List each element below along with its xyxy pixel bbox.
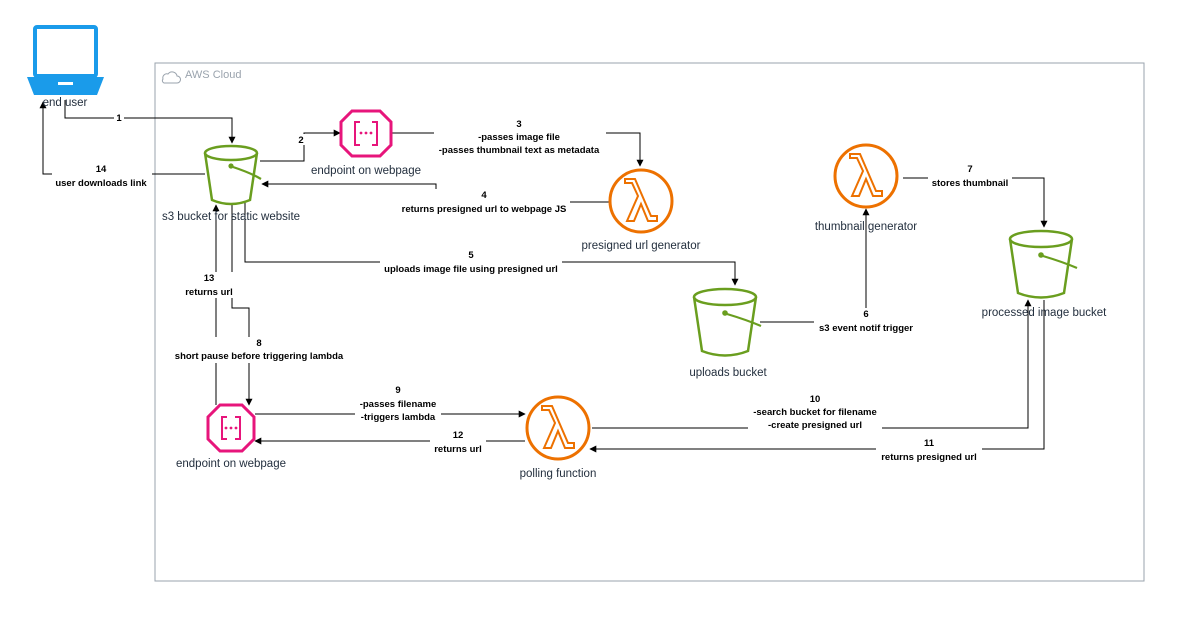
end-user-node: end user [27,25,104,109]
edge-5-text: uploads image file using presigned url [384,264,558,275]
edge-9-text-line-1: -passes filename [360,399,437,410]
endpoint-top-label: endpoint on webpage [311,165,421,177]
api-endpoint-icon [339,109,393,158]
cloud-icon [161,71,181,84]
edge-13-number: 13 [204,273,215,284]
edge-13-text: returns url [185,287,233,298]
uploads-bucket-label: uploads bucket [689,367,767,379]
laptop-client-icon [27,25,104,95]
thumbnail-generator-label: thumbnail generator [815,221,917,233]
edge-8 [231,203,253,406]
edge-14-text: user downloads link [55,178,147,189]
edge-14-number: 14 [96,164,107,175]
edge-1-number: 1 [116,113,122,124]
edge-10 [592,299,1032,429]
processed-image-bucket-label: processed image bucket [982,307,1107,319]
edge-3-text-line-2: -passes thumbnail text as metadata [439,145,600,156]
edge-9-number: 9 [395,385,400,396]
polling-function-label: polling function [520,468,597,480]
edge-4-text: returns presigned url to webpage JS [402,204,567,215]
s3-bucket-icon [1008,229,1078,299]
edge-11 [589,300,1045,453]
edge-2 [260,129,341,162]
endpoint-bottom-node: endpoint on webpage [176,403,286,470]
presigned-url-generator-node: presigned url generator [582,168,701,252]
edge-10-text-line-1: -search bucket for filename [753,407,877,418]
edge-7-number: 7 [967,164,972,175]
edge-11-number: 11 [924,438,935,449]
thumbnail-generator-node: thumbnail generator [815,143,917,233]
edge-7-text: stores thumbnail [932,178,1009,189]
edge-8-number: 8 [256,338,261,349]
edge-6-text: s3 event notif trigger [819,323,913,334]
edge-8-text: short pause before triggering lambda [175,351,344,362]
s3-bucket-icon [692,287,762,357]
edge-12-number: 12 [453,430,464,441]
presigned-url-generator-label: presigned url generator [582,240,701,252]
static-site-bucket-node: s3 bucket for static website [162,144,300,223]
endpoint-bottom-label: endpoint on webpage [176,458,286,470]
lambda-function-icon [833,143,899,209]
edge-12-text: returns url [434,444,482,455]
api-endpoint-icon [206,403,256,453]
end-user-label: end user [43,97,88,109]
endpoint-top-node: endpoint on webpage [311,109,421,177]
edge-5-number: 5 [468,250,474,261]
edge-4-number: 4 [481,190,487,201]
edge-2-number: 2 [298,135,303,146]
aws-cloud-label: AWS Cloud [185,69,241,81]
s3-bucket-icon [203,144,262,206]
edge-11-text: returns presigned url [881,452,977,463]
edge-3-number: 3 [516,119,521,130]
lambda-function-icon [525,395,591,461]
edge-10-number: 10 [810,394,821,405]
edge-labels: 1 14 user downloads link 2 3 -passes ima… [52,112,1012,463]
aws-cloud-group: AWS Cloud [154,62,1145,582]
edge-1 [64,100,236,144]
edge-3-text-line-1: -passes image file [478,132,560,143]
processed-image-bucket-node: processed image bucket [982,229,1107,319]
edge-6-number: 6 [863,309,868,320]
uploads-bucket-node: uploads bucket [689,287,767,379]
edge-10-text-line-2: -create presigned url [768,420,862,431]
edge-9-text-line-2: -triggers lambda [361,412,436,423]
polling-function-node: polling function [520,395,597,480]
lambda-function-icon [608,168,674,234]
static-site-bucket-label: s3 bucket for static website [162,211,300,223]
